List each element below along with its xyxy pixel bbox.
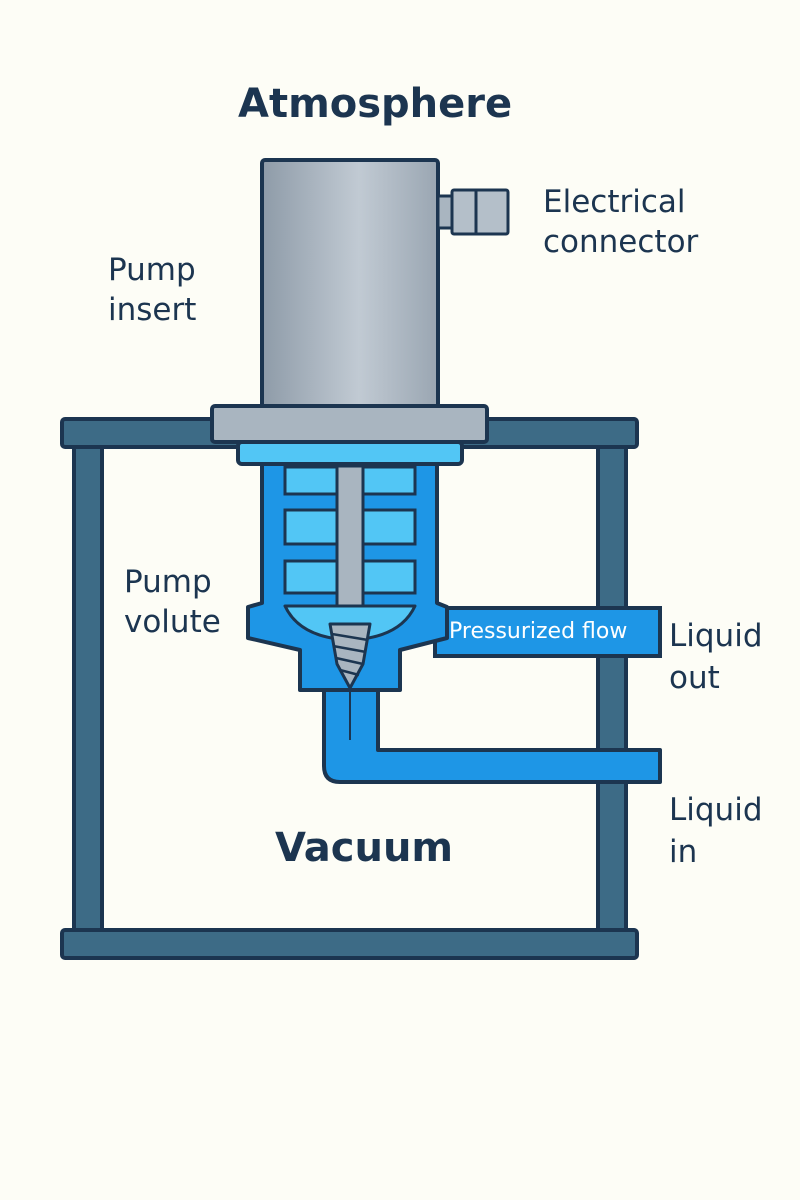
impeller-stages <box>283 465 417 595</box>
pump-insert-cylinder <box>260 158 440 412</box>
connector-plug <box>450 188 510 236</box>
impeller-stage <box>283 559 339 595</box>
inducer-screw <box>328 622 372 690</box>
chamber-left-wall <box>72 445 104 932</box>
impeller-stage <box>361 508 417 546</box>
pressurized-flow-label: Pressurized flow <box>449 619 628 644</box>
pump-insert-label-line1: Pump <box>108 252 196 288</box>
atmosphere-label: Atmosphere <box>238 81 513 127</box>
impeller-stage <box>283 508 339 546</box>
electrical-connector <box>436 188 510 236</box>
cover-plate <box>236 440 464 466</box>
chamber-right-wall <box>596 445 628 932</box>
liquid-out-label-line1: Liquid <box>669 618 763 654</box>
pump-volute-label-line1: Pump <box>124 564 212 600</box>
pump-shaft <box>335 464 365 618</box>
vacuum-chamber <box>60 417 639 960</box>
impeller-stage <box>361 559 417 595</box>
mounting-flange <box>210 404 489 444</box>
chamber-bottom-wall <box>60 928 639 960</box>
liquid-out-label-line2: out <box>669 660 720 696</box>
liquid-in-pipe <box>322 688 662 784</box>
electrical-connector-label-line1: Electrical <box>543 184 686 220</box>
connector-base <box>436 194 454 230</box>
impeller-stage <box>361 465 417 496</box>
liquid-in-label-line2: in <box>669 834 698 870</box>
electrical-connector-label-line2: connector <box>543 224 699 260</box>
impeller-stage <box>283 465 339 496</box>
liquid-in-label-line1: Liquid <box>669 792 763 828</box>
pump-volute-label-line2: volute <box>124 604 221 640</box>
pump-insert-label-line2: insert <box>108 292 197 328</box>
vacuum-label: Vacuum <box>275 825 454 871</box>
screw-threads <box>331 632 369 677</box>
